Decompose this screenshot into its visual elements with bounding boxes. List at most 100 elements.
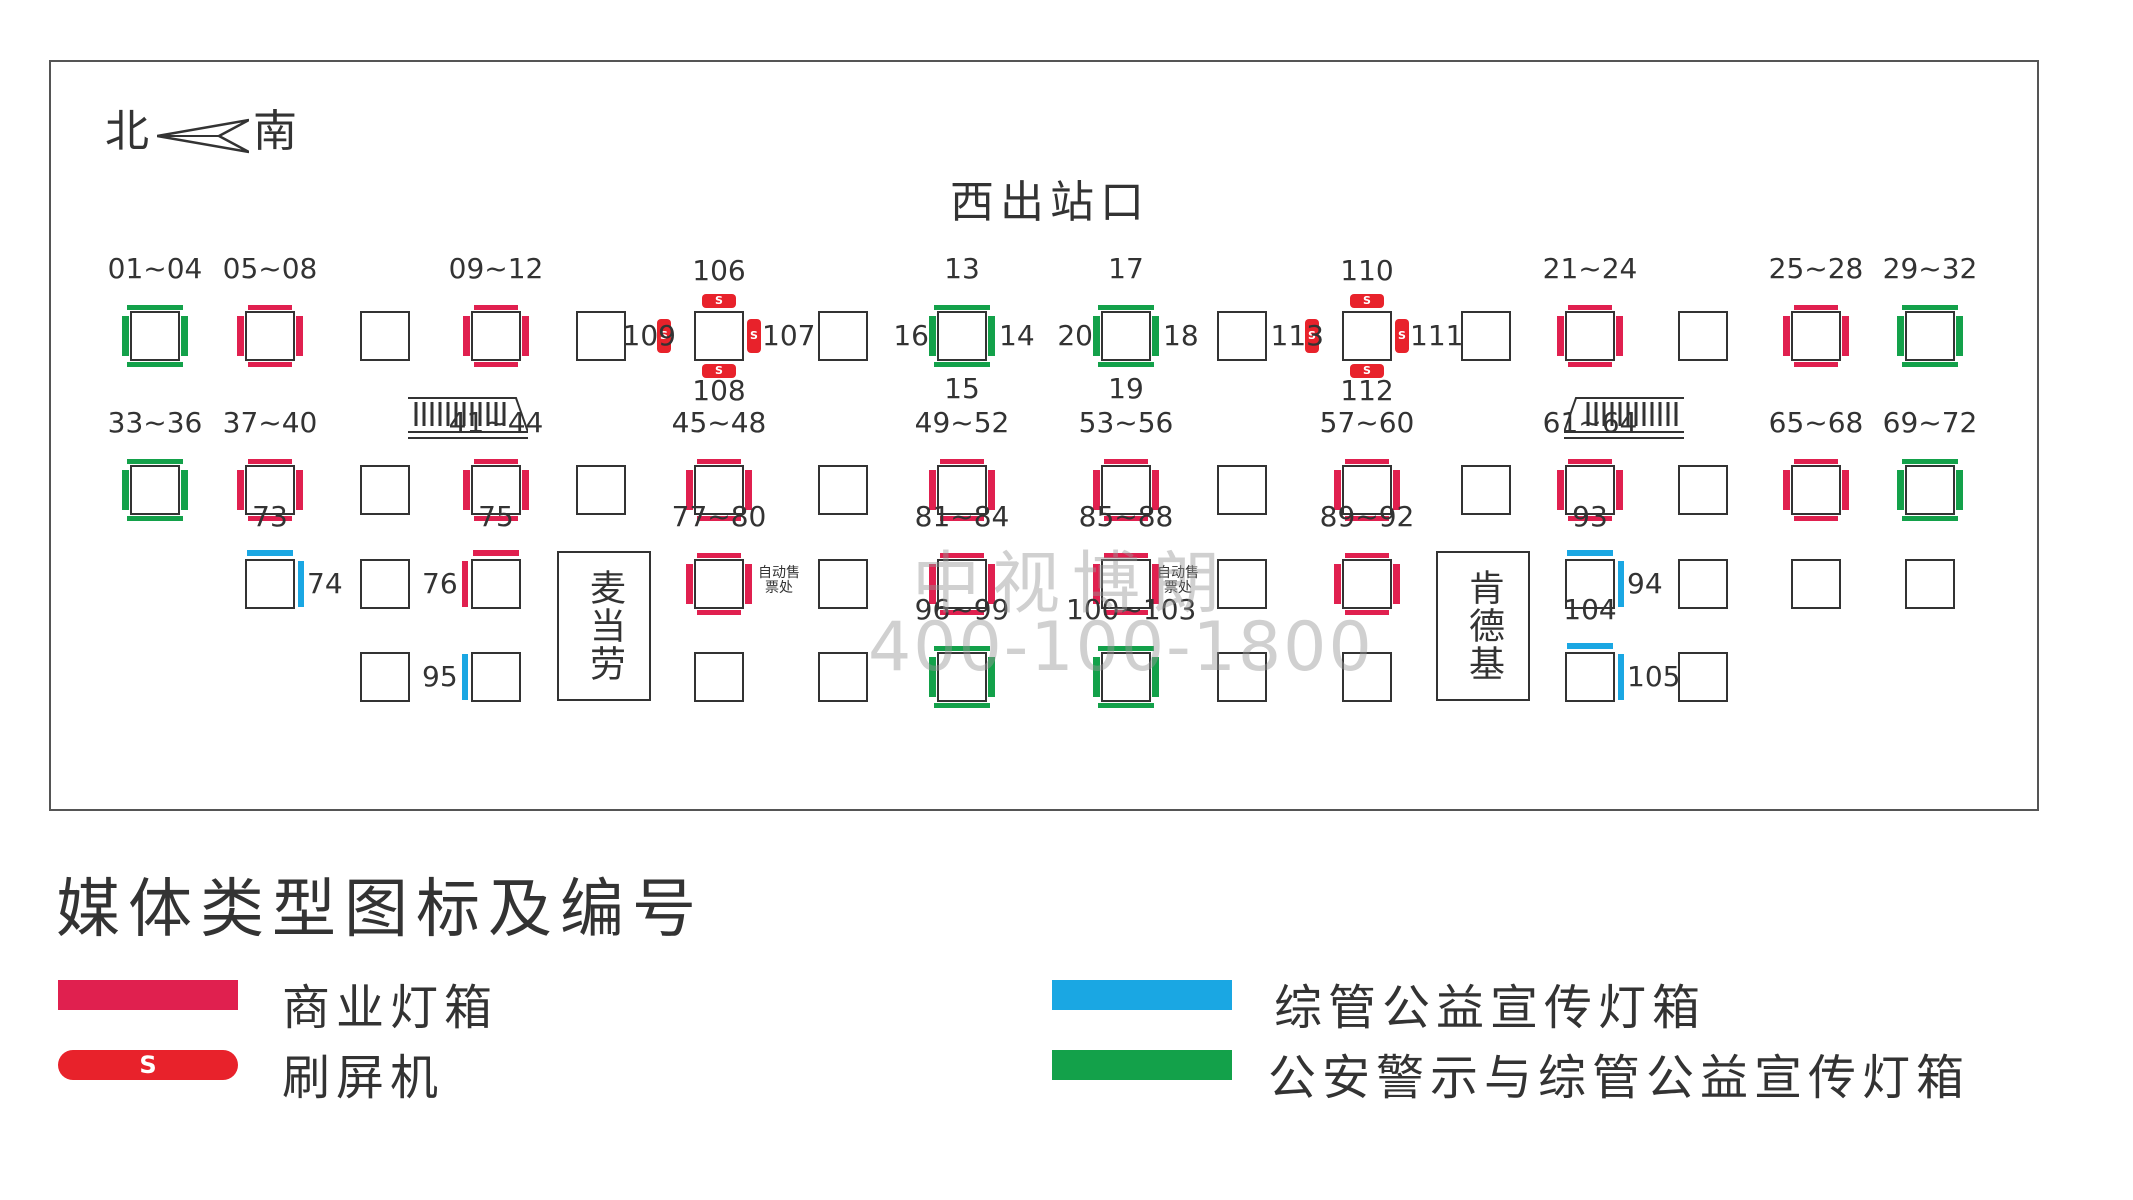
media-bar-bottom [1345, 610, 1389, 615]
media-site-box [1791, 465, 1841, 515]
site-number: 76 [422, 567, 458, 600]
site-number: 94 [1627, 567, 1663, 600]
site-number: 95 [422, 660, 458, 693]
media-bar-bottom [697, 610, 741, 615]
swipe-mark: S [660, 329, 668, 342]
media-site-box [130, 465, 180, 515]
site-number: 96~99 [914, 593, 1010, 626]
legend-label: 公安警示与综管公益宣传灯箱 [1268, 1050, 1971, 1106]
media-bar-right [1393, 470, 1400, 510]
media-site-box [694, 559, 744, 609]
media-bar-top [1794, 459, 1838, 464]
media-bar-right [1152, 564, 1159, 604]
media-site-box [130, 311, 180, 361]
media-site-box [1461, 311, 1511, 361]
site-number: 73 [252, 500, 288, 533]
media-bar-bottom [1794, 362, 1838, 367]
media-site-box [1101, 559, 1151, 609]
site-number: 85~88 [1078, 500, 1174, 533]
media-bar-left [1783, 470, 1790, 510]
legend-item-public-welfare: 综管公益宣传灯箱 [1052, 966, 1952, 1036]
media-bar-left [1897, 470, 1904, 510]
media-bar-left [1783, 316, 1790, 356]
media-site-box [360, 311, 410, 361]
legend-swatch-police-welfare [1052, 1050, 1232, 1080]
media-bar-right [181, 470, 188, 510]
media-bar-top [697, 553, 741, 558]
media-site-box [818, 311, 868, 361]
media-bar-left [686, 564, 693, 604]
media-bar-right [1393, 564, 1400, 604]
site-number: 61~64 [1542, 406, 1638, 439]
north-arrow-icon [157, 118, 249, 154]
site-number: 104 [1563, 593, 1617, 626]
site-number: 105 [1627, 660, 1681, 693]
swipe-mark: S [1308, 329, 1316, 342]
watermark-phone: 400-100-1800 [868, 608, 1374, 687]
site-number: 15 [944, 372, 980, 405]
site-number: 14 [999, 319, 1035, 352]
site-number: 41~44 [448, 406, 544, 439]
media-bar-top [1098, 305, 1154, 310]
media-site-box [694, 465, 744, 515]
media-site-box [1791, 311, 1841, 361]
site-number: 93 [1572, 500, 1608, 533]
media-bar-left [237, 316, 244, 356]
site-number: 74 [307, 567, 343, 600]
media-bar-right [745, 470, 752, 510]
media-site-box [1565, 559, 1615, 609]
media-bar-left [929, 470, 936, 510]
media-bar-left [929, 564, 936, 604]
media-site-box [360, 465, 410, 515]
media-site-box [1342, 465, 1392, 515]
media-bar-left [929, 316, 936, 356]
media-bar-left [1557, 316, 1564, 356]
media-site-box [1678, 652, 1728, 702]
swipe-machine-right: S [747, 319, 761, 353]
media-site-box [1342, 559, 1392, 609]
swipe-mark: S [715, 364, 723, 377]
media-site-box [1461, 465, 1511, 515]
media-bar-left [686, 470, 693, 510]
media-bar-top [1568, 459, 1612, 464]
media-site-box [1217, 465, 1267, 515]
media-bar-left [929, 657, 936, 697]
media-bar-right [988, 564, 995, 604]
media-site-box [1101, 465, 1151, 515]
swipe-machine-right: S [1395, 319, 1409, 353]
media-bar-top [697, 459, 741, 464]
media-bar-top [248, 459, 292, 464]
media-bar-top [1345, 459, 1389, 464]
site-number: 29~32 [1882, 252, 1978, 285]
site-number: 45~48 [671, 406, 767, 439]
vending-label: 自动售票处 [1157, 565, 1199, 596]
media-bar-left [1334, 564, 1341, 604]
site-number: 53~56 [1078, 406, 1174, 439]
media-bar-top [1098, 646, 1154, 651]
media-site-box [818, 559, 868, 609]
station-floor-plan [49, 60, 2039, 811]
compass: 北 南 [105, 104, 297, 164]
media-bar-right [522, 316, 529, 356]
media-bar-right [181, 316, 188, 356]
media-bar-bottom [1902, 516, 1958, 521]
site-number: 49~52 [914, 406, 1010, 439]
media-bar-top [1104, 553, 1148, 558]
media-bar-right [1842, 470, 1849, 510]
media-bar-top [474, 459, 518, 464]
media-site-box [818, 465, 868, 515]
site-number: 77~80 [671, 500, 767, 533]
swipe-machine-top: S [1350, 294, 1384, 308]
shop-label: 肯德基 [1463, 569, 1504, 683]
media-bar-top [247, 550, 293, 556]
stairs-left-icon [408, 397, 528, 439]
media-bar-bottom [1104, 610, 1148, 615]
media-bar-right [1956, 316, 1963, 356]
media-bar-bottom [940, 516, 984, 521]
media-bar-right [988, 470, 995, 510]
site-number: 112 [1340, 374, 1394, 407]
media-site-box [818, 652, 868, 702]
media-site-box [937, 559, 987, 609]
media-bar-bottom [697, 516, 741, 521]
site-number: 21~24 [1542, 252, 1638, 285]
